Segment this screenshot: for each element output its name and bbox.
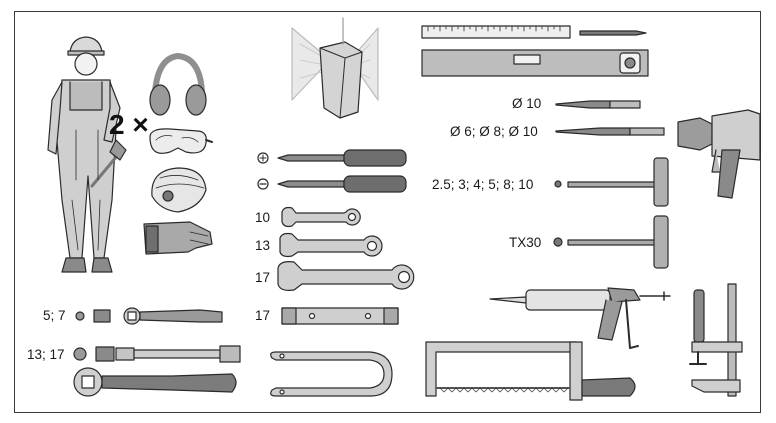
ear-defenders-icon <box>149 53 207 116</box>
work-gloves-icon <box>143 221 213 255</box>
ratchet-large-set-icon <box>73 345 241 397</box>
wrench-10-size: 10 <box>255 210 271 225</box>
flat-screwdriver-icon <box>257 175 407 193</box>
dust-mask-icon <box>151 167 207 213</box>
pencil-icon <box>579 30 647 36</box>
drill-bit-10-size: Ø 10 <box>512 96 542 111</box>
socket-large-sizes: 13; 17 <box>27 347 65 362</box>
socket-small-sizes: 5; 7 <box>43 308 66 323</box>
torx-key-icon <box>553 215 669 269</box>
wrench-17-size: 17 <box>255 270 271 285</box>
wrench-13-icon <box>279 232 383 258</box>
diagram-frame <box>14 11 761 413</box>
drill-bit-10-icon <box>555 100 641 109</box>
wrench-13-size: 13 <box>255 238 271 253</box>
spirit-level-icon <box>421 49 649 77</box>
box-spanner-17-size: 17 <box>255 308 271 323</box>
hacksaw-icon <box>425 341 636 401</box>
phillips-screwdriver-icon <box>257 149 407 167</box>
hex-key-sizes: 2.5; 3; 4; 5; 8; 10 <box>432 177 534 192</box>
hammer-drill-icon <box>677 109 761 199</box>
quantity-label: 2 × <box>109 109 149 140</box>
wrench-10-icon <box>281 206 361 228</box>
folding-rule-icon <box>421 25 571 39</box>
torx-key-size: TX30 <box>509 235 542 250</box>
wrench-17-icon <box>277 261 415 291</box>
hex-key-icon <box>554 157 669 207</box>
worker-figure <box>47 36 127 273</box>
drill-bit-set-sizes: Ø 6; Ø 8; Ø 10 <box>450 124 538 139</box>
box-spanner-17-icon <box>281 307 399 325</box>
safety-goggles-icon <box>149 128 213 154</box>
laser-level-icon <box>291 17 379 119</box>
drill-bit-set-icon <box>555 127 665 136</box>
clamp-icon <box>689 283 743 397</box>
ratchet-small-set-icon <box>75 307 223 325</box>
caulking-gun-icon <box>489 287 671 349</box>
hook-spanner-icon <box>270 351 393 397</box>
